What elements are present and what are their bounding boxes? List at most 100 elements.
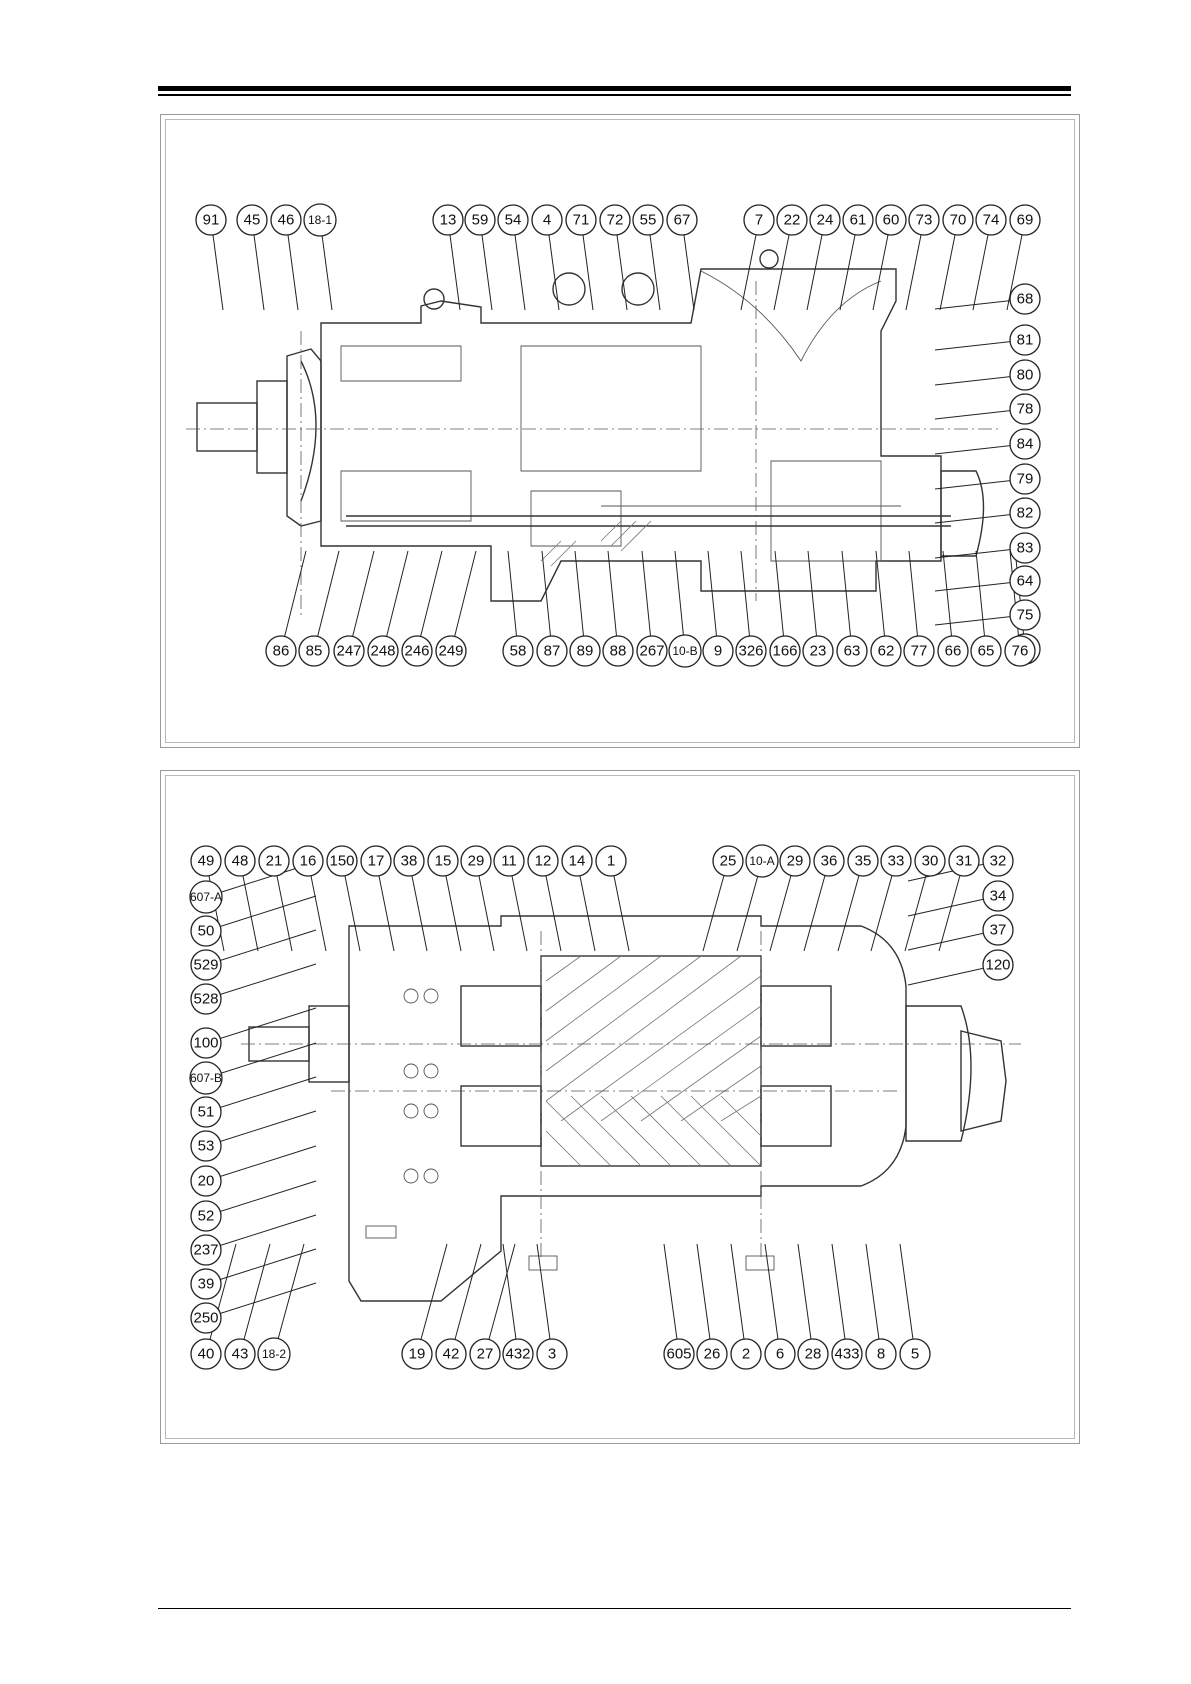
lower-housing-outline — [248, 915, 1007, 1302]
callout-label: 529 — [193, 957, 218, 974]
callout-label: 51 — [198, 1104, 215, 1121]
callout-label: 39 — [198, 1276, 215, 1293]
callout-82: 82 — [1009, 497, 1041, 529]
callout-balloon — [292, 845, 324, 877]
callout-label: 66 — [945, 643, 962, 660]
callout-label: 32 — [990, 853, 1007, 870]
callout-balloon — [460, 845, 492, 877]
callout-85: 85 — [298, 635, 330, 667]
callout-balloon — [502, 635, 534, 667]
callout-83: 83 — [1009, 532, 1041, 564]
callout-balloon — [257, 1337, 291, 1371]
callout-balloon — [326, 845, 358, 877]
callout-label: 326 — [738, 643, 763, 660]
callout-balloon — [1009, 463, 1041, 495]
callout-50: 50 — [190, 915, 222, 947]
leader-line — [908, 550, 920, 652]
callout-balloon — [764, 1338, 796, 1370]
callout-balloon — [982, 880, 1014, 912]
callout-balloon — [730, 1338, 762, 1370]
leader-line — [841, 550, 853, 652]
callout-balloon — [464, 204, 496, 236]
callout-balloon — [569, 635, 601, 667]
callout-balloon — [937, 635, 969, 667]
callout-label: 30 — [922, 853, 939, 870]
callout-1: 1 — [595, 845, 627, 877]
rotor-hatching — [545, 955, 762, 1167]
callout-balloon — [735, 635, 767, 667]
callout-40: 40 — [190, 1338, 222, 1370]
callout-label: 120 — [985, 957, 1010, 974]
callout-label: 73 — [916, 212, 933, 229]
leader-line — [574, 550, 586, 652]
callout-label: 46 — [278, 212, 295, 229]
callout-balloon — [632, 204, 664, 236]
callout-39: 39 — [190, 1268, 222, 1300]
leader-line — [205, 1110, 317, 1147]
callout-label: 80 — [1017, 367, 1034, 384]
callout-label: 100 — [193, 1035, 218, 1052]
callout-label: 27 — [477, 1346, 494, 1363]
callout-label: 63 — [844, 643, 861, 660]
callout-605: 605 — [663, 1338, 695, 1370]
callout-balloon — [190, 845, 222, 877]
callout-balloon — [809, 204, 841, 236]
callout-67: 67 — [666, 204, 698, 236]
leader-line — [641, 550, 653, 652]
leader-line — [541, 550, 553, 652]
callout-12: 12 — [527, 845, 559, 877]
callout-10-B: 10-B — [668, 634, 702, 668]
leader-line — [1014, 548, 1026, 650]
callout-label: 605 — [666, 1346, 691, 1363]
callout-326: 326 — [735, 635, 767, 667]
callout-label: 91 — [203, 212, 220, 229]
callout-balloon — [333, 635, 365, 667]
leader-line — [975, 550, 987, 652]
leader-line — [797, 1243, 814, 1355]
callout-label: 13 — [440, 212, 457, 229]
callout-balloon — [189, 880, 223, 914]
callout-balloon — [190, 1234, 222, 1266]
leader-line — [942, 550, 954, 652]
leader-line — [507, 550, 519, 652]
callout-label: 78 — [1017, 401, 1034, 418]
callout-120: 120 — [982, 949, 1014, 981]
callout-label: 84 — [1017, 436, 1034, 453]
callout-528: 528 — [190, 983, 222, 1015]
callout-label: 166 — [772, 643, 797, 660]
callout-7: 7 — [743, 204, 775, 236]
callout-9: 9 — [702, 635, 734, 667]
callout-55: 55 — [632, 204, 664, 236]
footer-rule — [158, 1608, 1071, 1609]
callout-24: 24 — [809, 204, 841, 236]
callout-72: 72 — [599, 204, 631, 236]
callout-80: 80 — [1009, 359, 1041, 391]
leader-line — [205, 1042, 317, 1079]
callout-38: 38 — [393, 845, 425, 877]
callout-balloon — [536, 635, 568, 667]
callout-balloon — [769, 635, 801, 667]
callout-label: 54 — [505, 212, 522, 229]
callout-28: 28 — [797, 1338, 829, 1370]
leader-line — [536, 1243, 553, 1355]
callout-81: 81 — [1009, 324, 1041, 356]
leader-line — [730, 1243, 747, 1355]
callout-label: 23 — [810, 643, 827, 660]
callout-balloon — [367, 635, 399, 667]
callout-label: 67 — [674, 212, 691, 229]
callout-10-A: 10-A — [745, 844, 779, 878]
callout-label: 59 — [472, 212, 489, 229]
leader-line — [239, 1243, 271, 1355]
callout-100: 100 — [190, 1027, 222, 1059]
callout-balloon — [432, 204, 464, 236]
callout-balloon — [666, 204, 698, 236]
callout-54: 54 — [497, 204, 529, 236]
callout-607-A: 607-A — [189, 880, 223, 914]
callout-15: 15 — [427, 845, 459, 877]
callout-249: 249 — [435, 635, 467, 667]
callout-balloon — [258, 845, 290, 877]
callout-84: 84 — [1009, 428, 1041, 460]
callout-label: 607-B — [190, 1071, 222, 1085]
callout-86: 86 — [265, 635, 297, 667]
